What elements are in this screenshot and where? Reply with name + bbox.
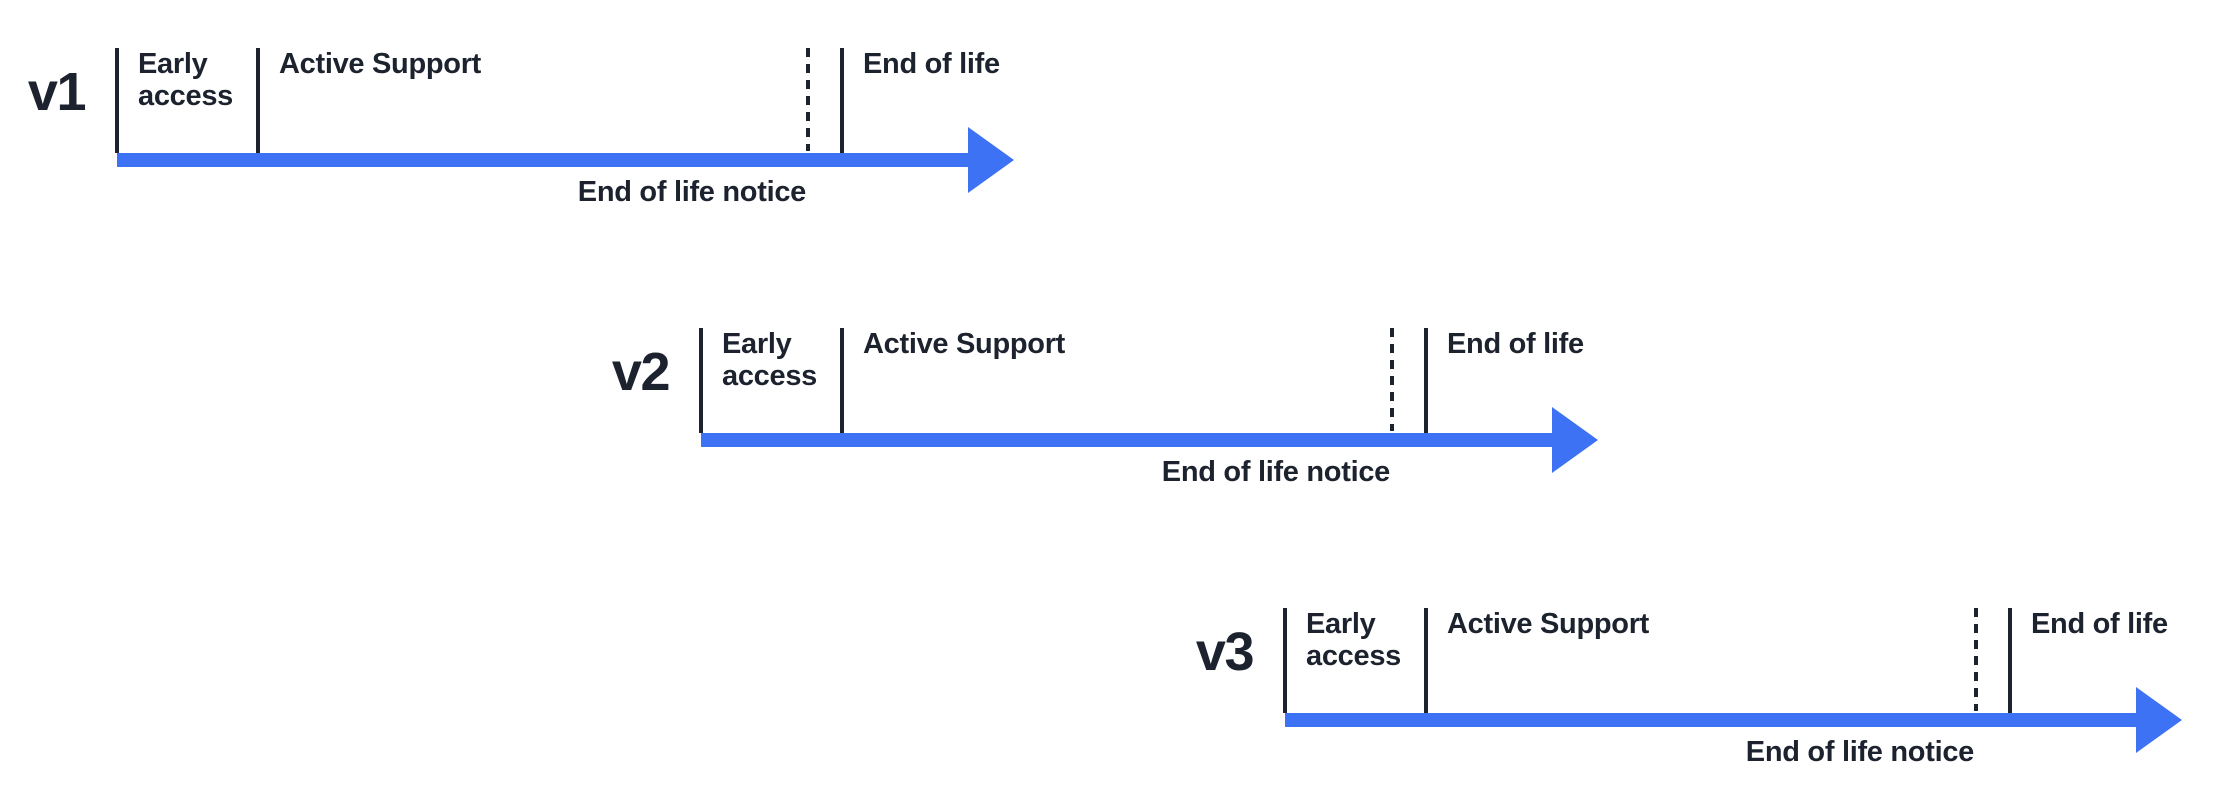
eol-notice-dashed-tick bbox=[1974, 608, 1978, 711]
active-support-label: Active Support bbox=[279, 48, 482, 80]
end-of-life-tick bbox=[1424, 328, 1428, 433]
timeline-v1: v1 Early access Active Support End of li… bbox=[17, 48, 1257, 233]
active-support-start-tick bbox=[256, 48, 260, 153]
active-support-start-tick bbox=[840, 328, 844, 433]
early-access-label: Early access bbox=[722, 328, 817, 392]
timeline-arrow-bar bbox=[701, 433, 1552, 447]
arrow-head-icon bbox=[1552, 407, 1598, 473]
end-of-life-notice-label: End of life notice bbox=[1161, 456, 1391, 488]
end-of-life-notice-label: End of life notice bbox=[577, 176, 807, 208]
eol-notice-dashed-tick bbox=[806, 48, 810, 151]
active-support-label: Active Support bbox=[1447, 608, 1650, 640]
early-access-label: Early access bbox=[1306, 608, 1401, 672]
end-of-life-notice-label: End of life notice bbox=[1745, 736, 1975, 768]
version-label: v2 bbox=[611, 342, 671, 402]
version-label: v1 bbox=[27, 62, 87, 122]
early-access-label: Early access bbox=[138, 48, 233, 112]
timeline-v3: v3 Early access Active Support End of li… bbox=[1185, 608, 2228, 793]
end-of-life-label: End of life bbox=[1447, 328, 1584, 360]
timeline-arrow-bar bbox=[117, 153, 968, 167]
arrow-head-icon bbox=[2136, 687, 2182, 753]
end-of-life-tick bbox=[840, 48, 844, 153]
active-support-label: Active Support bbox=[863, 328, 1066, 360]
timeline-v2: v2 Early access Active Support End of li… bbox=[601, 328, 1841, 513]
eol-notice-dashed-tick bbox=[1390, 328, 1394, 431]
arrow-head-icon bbox=[968, 127, 1014, 193]
timeline-arrow-bar bbox=[1285, 713, 2136, 727]
end-of-life-tick bbox=[2008, 608, 2012, 713]
end-of-life-label: End of life bbox=[863, 48, 1000, 80]
active-support-start-tick bbox=[1424, 608, 1428, 713]
end-of-life-label: End of life bbox=[2031, 608, 2168, 640]
early-access-start-tick bbox=[1283, 608, 1287, 713]
early-access-start-tick bbox=[115, 48, 119, 153]
early-access-start-tick bbox=[699, 328, 703, 433]
version-label: v3 bbox=[1195, 622, 1255, 682]
